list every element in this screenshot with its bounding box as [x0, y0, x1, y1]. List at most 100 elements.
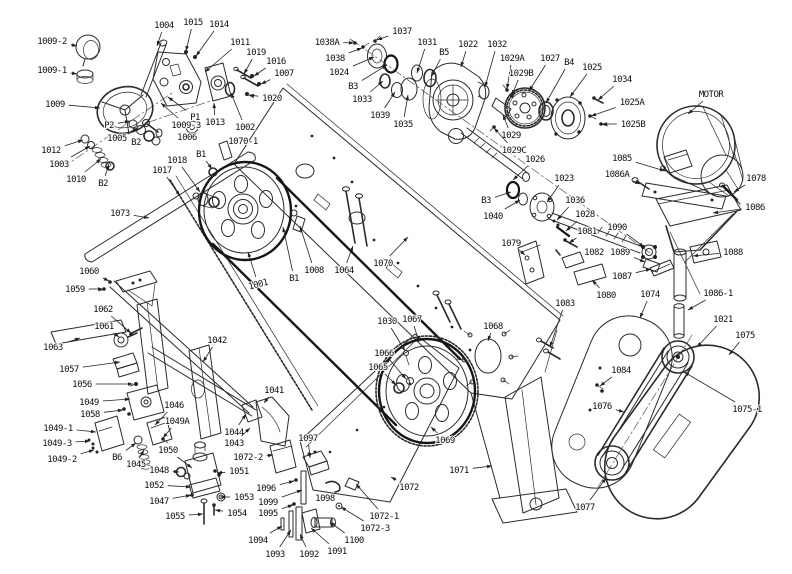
part-label-1084: 1084 [611, 366, 631, 376]
part-label-1093: 1093 [265, 550, 285, 560]
leader-line [549, 309, 563, 348]
leader-arrowhead [71, 43, 77, 47]
part-label-1043: 1043 [224, 439, 244, 449]
part-label-1035: 1035 [393, 120, 413, 130]
leader-line [355, 483, 379, 510]
part-label-1029B: 1029B [509, 69, 534, 79]
part-label-1055: 1055 [165, 512, 185, 522]
part-label-1065: 1065 [368, 363, 388, 373]
leader-line [195, 30, 215, 57]
leader-line [181, 166, 201, 193]
part-label-P1: P1 [190, 113, 200, 123]
leader-arrowhead [460, 61, 465, 67]
part-label-1096: 1096 [256, 484, 276, 494]
wheel-mount-plate [456, 329, 561, 387]
part-label-1060: 1060 [79, 267, 99, 277]
leader-arrowhead [113, 332, 119, 337]
leader-line [545, 68, 566, 104]
saw-frame [233, 83, 564, 499]
part-label-1022: 1022 [458, 40, 478, 50]
part-label-1009-3: 1009-3 [171, 121, 201, 131]
part-label-1023: 1023 [554, 174, 574, 184]
leader-arrowhead [484, 81, 489, 87]
leader-arrowhead [203, 356, 208, 362]
leader-arrowhead [378, 81, 383, 86]
tension-handwheel [75, 34, 163, 171]
part-label-1036: 1036 [565, 196, 585, 206]
leader-arrowhead [84, 439, 90, 444]
belt-drive [551, 315, 761, 520]
leader-arrowhead [155, 420, 160, 425]
leader-arrowhead [356, 484, 361, 489]
leader-arrowhead [276, 526, 282, 531]
part-label-1041: 1041 [264, 386, 284, 396]
leader-arrowhead [547, 196, 552, 202]
saw-blade [84, 151, 462, 427]
leader-arrowhead [220, 495, 225, 499]
leader-arrowhead [88, 449, 94, 454]
leader-line [282, 226, 293, 272]
part-label-1045: 1045 [126, 460, 146, 470]
part-label-1076: 1076 [592, 402, 612, 412]
leader-arrowhead [197, 512, 203, 517]
part-label-1072-2: 1072-2 [233, 453, 263, 463]
leader-arrowhead [300, 534, 304, 540]
part-label-1019: 1019 [246, 48, 266, 58]
leader-line [635, 161, 666, 172]
leader-arrowhead [403, 237, 408, 242]
right-guide-block [175, 441, 226, 525]
part-label-1069: 1069 [435, 436, 455, 446]
leader-arrowhead [124, 397, 130, 402]
part-label-B3: B3 [348, 82, 358, 92]
leader-arrowhead [391, 380, 396, 385]
part-label-1047: 1047 [149, 497, 169, 507]
part-label-1038A: 1038A [315, 38, 341, 48]
part-label-1051: 1051 [229, 467, 249, 477]
part-label-1080: 1080 [596, 291, 616, 301]
guide-rails [50, 270, 263, 440]
part-label-1014: 1014 [209, 20, 229, 30]
leader-arrowhead [431, 71, 435, 77]
leader-arrowhead [713, 210, 719, 215]
leader-arrowhead [245, 428, 250, 433]
part-label-1059: 1059 [65, 285, 85, 295]
base-stand [491, 329, 578, 524]
part-label-1002: 1002 [235, 123, 255, 133]
leader-arrowhead [570, 91, 575, 97]
part-label-B5: B5 [439, 48, 449, 58]
leader-arrowhead [592, 280, 597, 285]
leader-arrowhead [569, 238, 575, 243]
leader-arrowhead [546, 97, 550, 103]
part-label-1050: 1050 [158, 446, 178, 456]
leader-arrowhead [98, 287, 103, 291]
left-guide-block [87, 384, 173, 470]
leader-arrowhead [244, 68, 248, 74]
part-label-B1: B1 [289, 274, 299, 284]
part-label-1072-1: 1072-1 [369, 512, 399, 522]
leader-arrowhead [195, 186, 200, 192]
leader-arrowhead [640, 312, 644, 318]
part-label-1095: 1095 [258, 509, 278, 519]
upper-band-wheel [192, 160, 306, 262]
leader-arrowhead [638, 242, 644, 247]
part-label-1072-3: 1072-3 [360, 524, 390, 534]
leader-arrowhead [247, 252, 252, 258]
leader-arrowhead [598, 95, 603, 100]
part-label-1024: 1024 [329, 68, 349, 78]
leader-arrowhead [684, 372, 690, 377]
part-label-1030: 1030 [377, 317, 397, 327]
leader-arrowhead [117, 408, 123, 413]
part-label-1012: 1012 [41, 146, 61, 156]
leader-arrowhead [96, 159, 101, 164]
leader-arrowhead [94, 105, 100, 110]
leader-arrowhead [688, 109, 693, 114]
leader-arrowhead [634, 180, 640, 184]
leader-arrowhead [401, 374, 406, 379]
leader-arrowhead [356, 48, 362, 52]
lower-guide-cluster [269, 439, 360, 541]
part-label-1099: 1099 [258, 498, 278, 508]
part-label-1044: 1044 [224, 428, 244, 438]
part-label-1083: 1083 [555, 299, 575, 309]
part-label-1018: 1018 [167, 156, 187, 166]
leader-arrowhead [267, 453, 273, 458]
